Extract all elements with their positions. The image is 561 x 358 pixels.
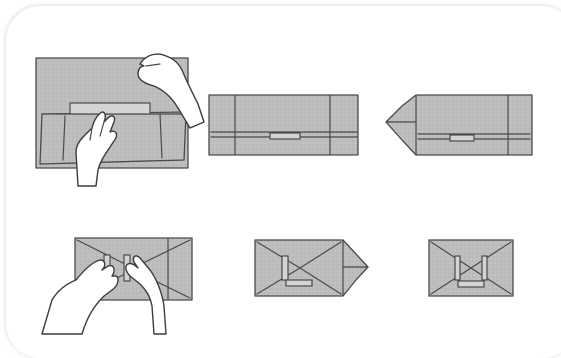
step-6-finished-envelope [429,240,513,296]
steps-illustration [0,0,561,347]
step-5-fold-right-point [255,240,368,296]
step-2-folded-rectangle [209,95,358,155]
folding-instructions-diagram [0,0,561,347]
step-4-tuck-corners [42,238,192,334]
step-1-fold-bottom-up [36,54,204,186]
step-3-fold-left-point [386,95,532,155]
